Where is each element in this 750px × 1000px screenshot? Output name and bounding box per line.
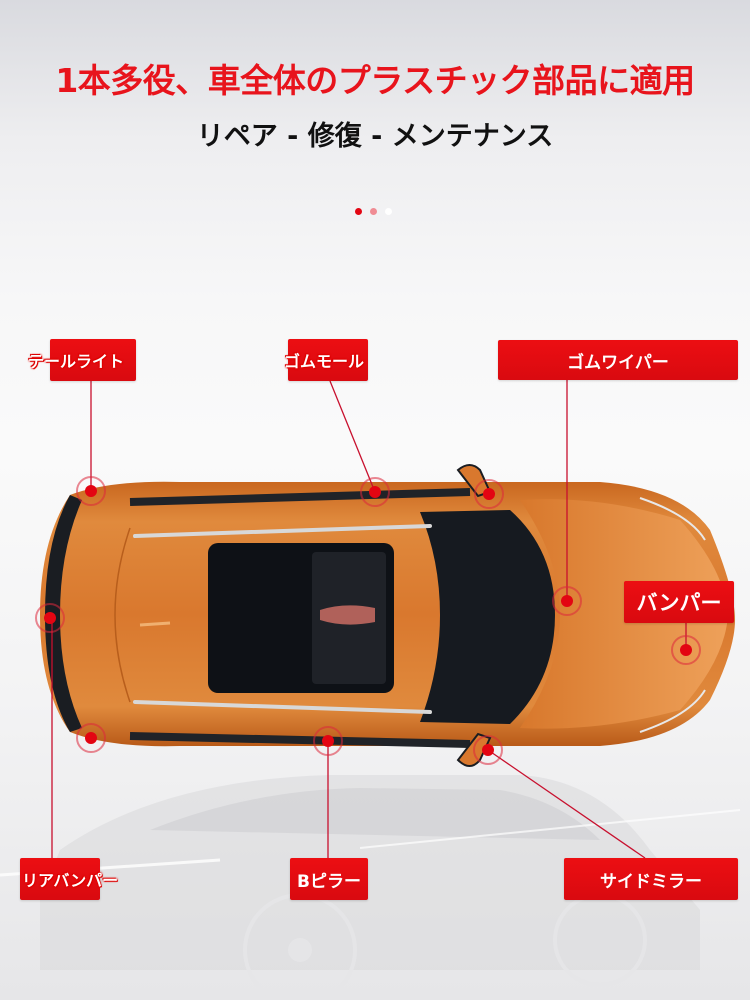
label-tail-light[interactable]: テールライト (28, 339, 136, 381)
marker-dot-icon (680, 644, 692, 656)
marker-mirror-upper[interactable] (474, 479, 504, 509)
label-side-mirror-text: サイドミラー (600, 871, 702, 892)
label-rubber-wiper-text: ゴムワイパー (567, 352, 669, 373)
subline: リペア - 修復 - メンテナンス (196, 121, 554, 152)
label-rubber-molding[interactable]: ゴムモール (284, 339, 368, 381)
label-rear-bumper[interactable]: リアバンパー (20, 858, 118, 900)
label-rubber-molding-text: ゴムモール (283, 352, 364, 371)
marker-dot-icon (85, 485, 97, 497)
marker-bumper[interactable] (671, 635, 701, 665)
marker-dot-icon (322, 735, 334, 747)
car-top-view-image (40, 464, 735, 767)
marker-dot-icon (44, 612, 56, 624)
marker-rubber-molding[interactable] (360, 477, 390, 507)
marker-dot-icon (561, 595, 573, 607)
label-bumper[interactable]: バンパー (624, 581, 734, 623)
marker-rubber-wiper[interactable] (552, 586, 582, 616)
label-b-pillar[interactable]: Bピラー (290, 858, 368, 900)
carousel-dot-3[interactable] (385, 208, 392, 215)
marker-rear-corner-lower[interactable] (76, 723, 106, 753)
carousel-indicator (355, 208, 392, 215)
label-rubber-wiper[interactable]: ゴムワイパー (498, 340, 738, 380)
marker-tail-light[interactable] (76, 476, 106, 506)
marker-rear-bumper[interactable] (35, 603, 65, 633)
marker-side-mirror[interactable] (473, 735, 503, 765)
carousel-dot-2[interactable] (370, 208, 377, 215)
headline: 1本多役、車全体のプラスチック部品に適用 (55, 61, 695, 100)
label-bumper-text: バンパー (636, 591, 722, 615)
marker-dot-icon (483, 488, 495, 500)
marker-dot-icon (369, 486, 381, 498)
marker-b-pillar[interactable] (313, 726, 343, 756)
label-tail-light-text: テールライト (28, 352, 125, 371)
marker-dot-icon (482, 744, 494, 756)
marker-dot-icon (85, 732, 97, 744)
label-b-pillar-text: Bピラー (297, 871, 361, 892)
label-side-mirror[interactable]: サイドミラー (564, 858, 738, 900)
label-rear-bumper-text: リアバンパー (22, 871, 119, 890)
carousel-dot-1[interactable] (355, 208, 362, 215)
